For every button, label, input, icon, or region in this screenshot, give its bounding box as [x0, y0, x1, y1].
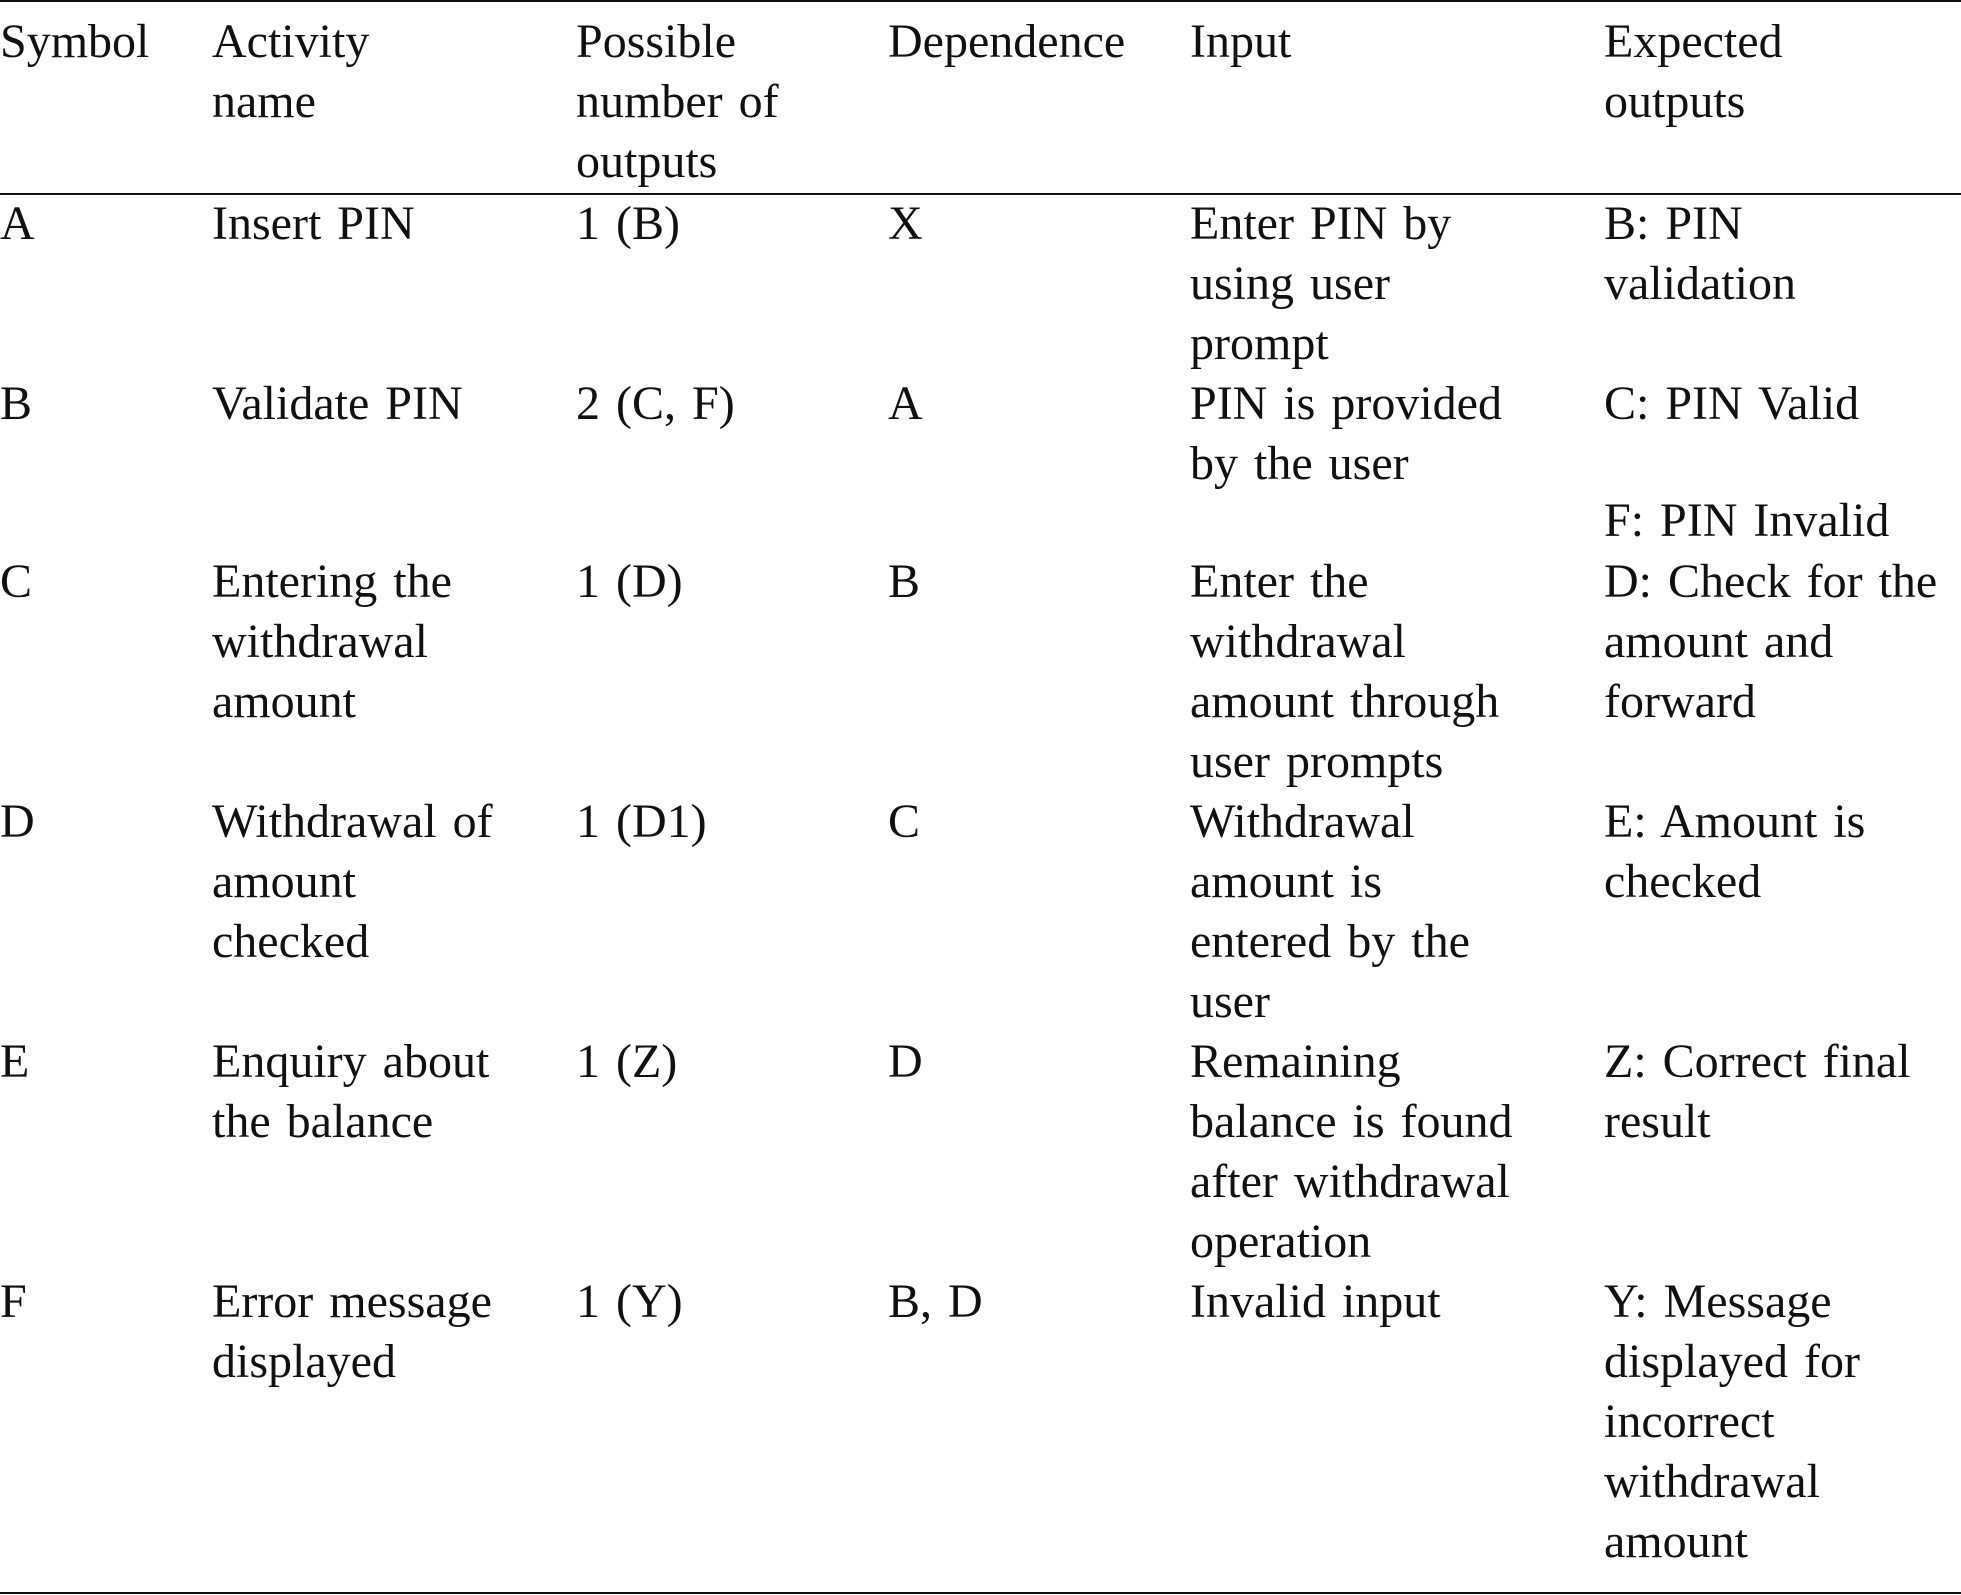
cell-symbol: B — [0, 377, 33, 430]
cell-expected: Y: Message displayed for incorrect withd… — [1604, 1275, 1860, 1568]
header-input: Input — [1190, 15, 1292, 68]
cell-activity: Withdrawal of amount checked — [212, 795, 493, 968]
cell-outputs: 1 (Y) — [576, 1275, 683, 1328]
cell-input: Remaining balance is found after withdra… — [1190, 1035, 1513, 1268]
table-header-row: Symbol Activity name Possible number of … — [0, 0, 1961, 194]
table-row: F Error message displayed 1 (Y) B, D Inv… — [0, 1272, 1961, 1572]
cell-symbol: E — [0, 1035, 30, 1088]
cell-activity: Validate PIN — [212, 377, 463, 430]
cell-symbol: C — [0, 555, 33, 608]
header-expected-outputs: Expected outputs — [1604, 15, 1783, 128]
cell-input: Withdrawal amount is entered by the user — [1190, 795, 1470, 1028]
table-row: E Enquiry about the balance 1 (Z) D Rema… — [0, 1032, 1961, 1272]
table-row: D Withdrawal of amount checked 1 (D1) C … — [0, 792, 1961, 1032]
header-dependence: Dependence — [888, 15, 1126, 68]
cell-symbol: F — [0, 1275, 27, 1328]
cell-activity: Insert PIN — [212, 197, 415, 250]
cell-activity: Error message displayed — [212, 1275, 492, 1388]
cell-expected: E: Amount is checked — [1604, 795, 1866, 908]
cell-outputs: 1 (Z) — [576, 1035, 678, 1088]
cell-expected: B: PIN validation — [1604, 197, 1796, 310]
cell-expected: C: PIN Valid F: PIN Invalid — [1604, 377, 1890, 547]
cell-input: PIN is provided by the user — [1190, 377, 1502, 490]
header-activity-name: Activity name — [212, 15, 370, 128]
cell-dependence: B, D — [888, 1275, 983, 1328]
cell-dependence: B — [888, 555, 921, 608]
table-row: B Validate PIN 2 (C, F) A PIN is provide… — [0, 374, 1961, 552]
cell-activity: Entering the withdrawal amount — [212, 555, 452, 728]
cell-outputs: 1 (B) — [576, 197, 680, 250]
header-possible-outputs: Possible number of outputs — [576, 15, 779, 188]
cell-symbol: A — [0, 197, 35, 250]
table-row: A Insert PIN 1 (B) X Enter PIN by using … — [0, 194, 1961, 374]
cell-outputs: 1 (D1) — [576, 795, 707, 848]
cell-activity: Enquiry about the balance — [212, 1035, 490, 1148]
cell-symbol: D — [0, 795, 35, 848]
cell-outputs: 2 (C, F) — [576, 377, 735, 430]
cell-dependence: X — [888, 197, 923, 250]
cell-input: Invalid input — [1190, 1275, 1441, 1328]
table-bottom-rule — [0, 1592, 1961, 1594]
cell-outputs: 1 (D) — [576, 555, 683, 608]
table-row: C Entering the withdrawal amount 1 (D) B… — [0, 552, 1961, 792]
cell-expected: D: Check for the amount and forward — [1604, 555, 1938, 728]
cell-expected: Z: Correct final result — [1604, 1035, 1911, 1148]
cell-input: Enter PIN by using user prompt — [1190, 197, 1452, 370]
table-header-rule — [0, 193, 1961, 195]
cell-dependence: D — [888, 1035, 923, 1088]
header-symbol: Symbol — [0, 15, 150, 68]
table-top-rule — [0, 0, 1961, 2]
cell-dependence: A — [888, 377, 923, 430]
cell-input: Enter the withdrawal amount through user… — [1190, 555, 1500, 788]
cell-dependence: C — [888, 795, 921, 848]
